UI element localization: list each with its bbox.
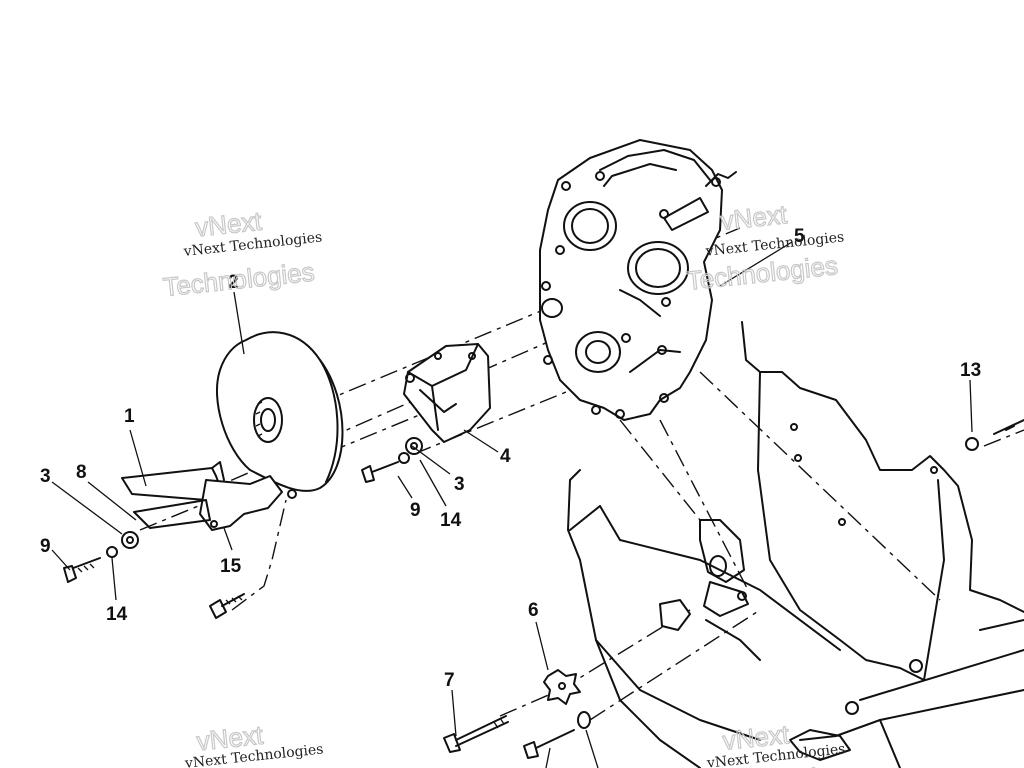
leader-lines (51, 241, 973, 768)
callout-8: 8 (76, 462, 87, 483)
gear-case (539, 139, 737, 421)
callout-15: 15 (220, 556, 242, 577)
callout-4: 4 (500, 446, 511, 467)
watermark-top-left: vNext Technologies vNext Technologies (161, 205, 323, 303)
bracket-parts (121, 461, 297, 531)
callout-9-left: 9 (40, 536, 51, 557)
callout-9-center: 9 (410, 500, 421, 521)
pulley-disc (216, 331, 344, 492)
fasteners (63, 419, 1024, 759)
callout-3-center: 3 (454, 474, 465, 495)
callout-13: 13 (960, 360, 981, 381)
callout-1: 1 (124, 406, 135, 427)
svg-text:Technologies: Technologies (162, 257, 316, 303)
watermark-bottom-right: vNext Technologies vNext Technologies (692, 718, 847, 768)
callout-14-left: 14 (106, 604, 128, 625)
callout-2: 2 (228, 272, 239, 293)
svg-text:vNext: vNext (719, 199, 789, 236)
callout-labels: 1 2 3 3 4 5 6 7 8 9 9 13 14 14 15 (40, 226, 981, 691)
callout-3-left: 3 (40, 466, 51, 487)
mount-block (403, 343, 491, 443)
watermark-bottom-left: vNext Technologies vNext Technologies (162, 719, 325, 768)
callout-7: 7 (444, 670, 455, 691)
callout-6: 6 (528, 600, 539, 621)
callout-14-center: 14 (440, 510, 462, 531)
callout-5: 5 (794, 226, 805, 247)
chassis-frame (567, 321, 1024, 768)
